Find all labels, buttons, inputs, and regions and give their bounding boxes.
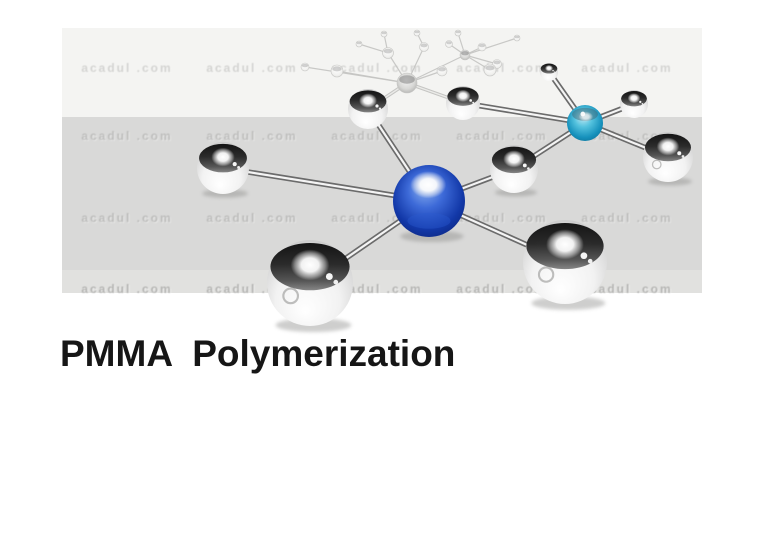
svg-text:acadul .com: acadul .com bbox=[82, 212, 173, 226]
svg-text:acadul .com: acadul .com bbox=[457, 130, 548, 144]
svg-text:acadul .com: acadul .com bbox=[206, 211, 297, 225]
slide-title: PMMA Polymerization bbox=[60, 333, 456, 374]
svg-text:acadul .com: acadul .com bbox=[332, 130, 423, 144]
svg-text:acadul .com: acadul .com bbox=[581, 282, 672, 296]
svg-text:acadul .com: acadul .com bbox=[82, 283, 173, 297]
svg-text:acadul .com: acadul .com bbox=[457, 62, 548, 76]
svg-text:acadul .com: acadul .com bbox=[332, 283, 423, 297]
svg-text:acadul .com: acadul .com bbox=[81, 282, 172, 296]
svg-text:acadul .com: acadul .com bbox=[331, 129, 422, 143]
svg-text:acadul .com: acadul .com bbox=[331, 282, 422, 296]
svg-text:acadul .com: acadul .com bbox=[456, 282, 547, 296]
svg-text:acadul .com: acadul .com bbox=[207, 130, 298, 144]
svg-text:acadul .com: acadul .com bbox=[206, 129, 297, 143]
svg-text:acadul .com: acadul .com bbox=[332, 62, 423, 76]
svg-text:acadul .com: acadul .com bbox=[457, 283, 548, 297]
svg-text:acadul .com: acadul .com bbox=[82, 62, 173, 76]
svg-text:acadul .com: acadul .com bbox=[81, 129, 172, 143]
svg-text:acadul .com: acadul .com bbox=[331, 61, 422, 75]
svg-text:acadul .com: acadul .com bbox=[81, 211, 172, 225]
svg-text:acadul .com: acadul .com bbox=[581, 211, 672, 225]
svg-text:acadul .com: acadul .com bbox=[207, 212, 298, 226]
svg-text:acadul .com: acadul .com bbox=[582, 62, 673, 76]
svg-text:acadul .com: acadul .com bbox=[82, 130, 173, 144]
svg-text:acadul .com: acadul .com bbox=[456, 129, 547, 143]
photo-image: acadul .com acadul .com acadul .com acadul … bbox=[62, 28, 702, 340]
svg-text:acadul .com: acadul .com bbox=[207, 62, 298, 76]
svg-text:acadul .com: acadul .com bbox=[582, 283, 673, 297]
molecule-network-svg: acadul .com acadul .com acadul .com acadul … bbox=[62, 28, 702, 333]
svg-text:acadul .com: acadul .com bbox=[81, 61, 172, 75]
svg-text:acadul .com: acadul .com bbox=[581, 61, 672, 75]
svg-text:acadul .com: acadul .com bbox=[456, 61, 547, 75]
svg-text:acadul .com: acadul .com bbox=[206, 61, 297, 75]
svg-text:acadul .com: acadul .com bbox=[582, 212, 673, 226]
